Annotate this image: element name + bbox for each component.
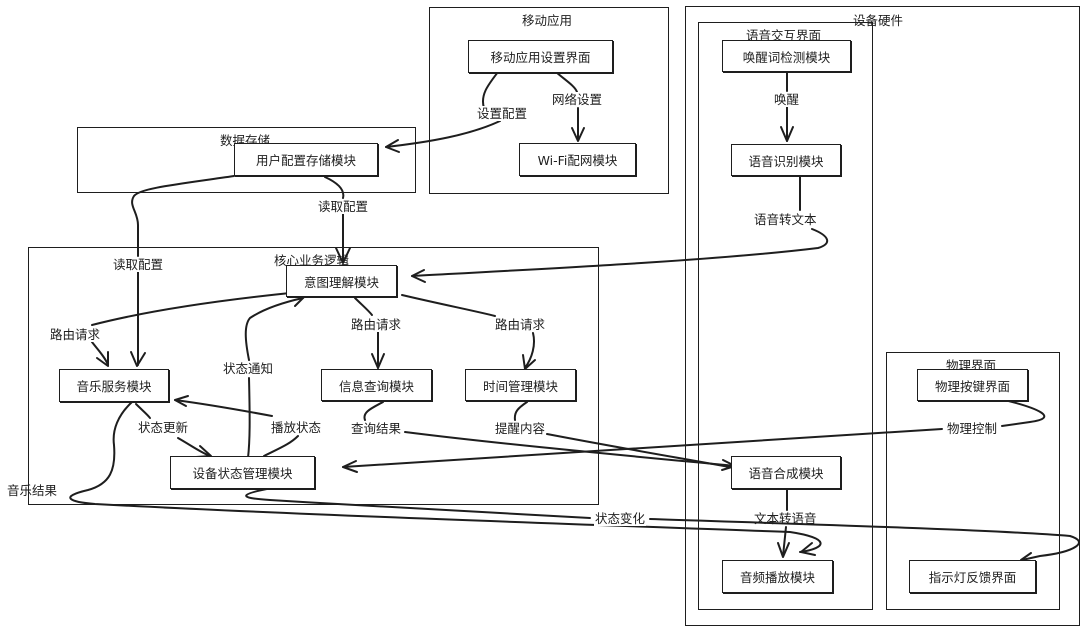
group-core-logic <box>28 247 599 505</box>
group-title-core-logic: 核心业务逻辑 <box>274 253 350 268</box>
edge-state-update <box>135 403 211 457</box>
arrowhead <box>385 139 400 153</box>
edge-route-time <box>401 294 535 369</box>
edge-label-wake: 唤醒 <box>773 92 801 107</box>
arrowhead <box>371 353 385 369</box>
node-user-config-store[interactable]: 用户配置存储模块 <box>234 143 378 176</box>
edge-route-info <box>354 297 379 369</box>
edge-physical-control <box>342 397 1046 468</box>
arrowhead <box>780 126 794 142</box>
edge-label-state-update: 状态更新 <box>137 420 190 435</box>
edge-label-route-info: 路由请求 <box>350 317 403 332</box>
edge-music-result <box>69 401 822 553</box>
arrowhead <box>335 247 351 264</box>
arrowhead <box>174 395 189 407</box>
edge-label-state-notify: 状态通知 <box>222 361 275 376</box>
edge-label-settings-config: 设置配置 <box>476 106 529 121</box>
group-voice-ui <box>698 22 873 610</box>
node-device-state-module[interactable]: 设备状态管理模块 <box>170 456 315 489</box>
edge-label-music-result: 音乐结果 <box>7 483 58 498</box>
edge-label-network-settings: 网络设置 <box>551 92 604 107</box>
edge-speech-to-text-b <box>411 228 828 277</box>
node-physical-button-ui[interactable]: 物理按键界面 <box>917 369 1028 401</box>
edge-query-result <box>363 401 736 467</box>
edge-settings-config <box>385 71 501 148</box>
edge-state-notify <box>244 297 304 459</box>
edge-label-read-config-music: 读取配置 <box>112 257 165 272</box>
edge-label-query-result: 查询结果 <box>350 421 403 436</box>
edge-label-route-time: 路由请求 <box>494 317 547 332</box>
arrowhead <box>800 542 816 556</box>
node-wake-word-module[interactable]: 唤醒词检测模块 <box>722 40 851 72</box>
arrowhead <box>342 460 358 473</box>
edge-label-text-to-speech: 文本转语音 <box>754 511 817 526</box>
arrowhead <box>571 127 585 142</box>
edge-read-config-intent <box>324 176 345 263</box>
node-music-module[interactable]: 音乐服务模块 <box>59 369 169 402</box>
node-intent-module[interactable]: 意图理解模块 <box>286 265 397 297</box>
edge-play-state <box>174 399 299 457</box>
node-led-feedback-ui[interactable]: 指示灯反馈界面 <box>909 560 1036 593</box>
group-title-mobile-app: 移动应用 <box>522 13 573 28</box>
group-mobile-app <box>429 7 669 194</box>
node-audio-player-module[interactable]: 音频播放模块 <box>722 560 833 593</box>
edge-label-speech-to-text: 语音转文本 <box>753 212 818 227</box>
edge-label-read-config-intent: 读取配置 <box>317 199 370 214</box>
edge-network-settings <box>555 71 579 141</box>
arrowhead <box>96 351 109 367</box>
group-data-storage <box>77 127 416 193</box>
group-title-voice-ui: 语音交互界面 <box>746 28 822 43</box>
edge-label-state-change: 状态变化 <box>594 511 647 526</box>
group-physical-ui <box>886 352 1060 610</box>
edge-text-to-speech-b <box>782 526 787 557</box>
arrowhead <box>411 269 426 283</box>
node-time-mgmt-module[interactable]: 时间管理模块 <box>465 369 576 401</box>
arrowhead <box>130 351 146 367</box>
node-mobile-settings-ui[interactable]: 移动应用设置界面 <box>468 40 613 73</box>
arrowhead <box>777 542 790 558</box>
edge-label-physical-control: 物理控制 <box>946 421 999 436</box>
group-title-device-hardware: 设备硬件 <box>853 13 904 28</box>
edge-label-route-music: 路由请求 <box>49 327 102 342</box>
node-info-query-module[interactable]: 信息查询模块 <box>321 369 432 401</box>
node-asr-module[interactable]: 语音识别模块 <box>731 144 841 176</box>
node-tts-module[interactable]: 语音合成模块 <box>731 456 841 489</box>
edge-label-play-state: 播放状态 <box>270 420 323 435</box>
edge-reminder-content <box>513 401 736 469</box>
edge-read-config-music <box>131 175 235 366</box>
edge-label-reminder-content: 提醒内容 <box>494 421 547 436</box>
node-wifi-module[interactable]: Wi-Fi配网模块 <box>519 143 636 176</box>
